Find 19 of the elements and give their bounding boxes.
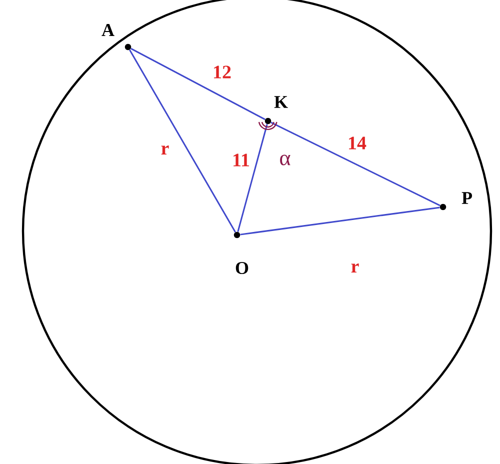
angle-label: α: [280, 154, 290, 166]
point-label: A: [102, 24, 114, 36]
line-segment: [237, 124, 268, 232]
point: [234, 232, 240, 238]
point: [124, 44, 132, 50]
point: [264, 118, 272, 124]
line-segment: [240, 206, 440, 236]
line-segment: [270, 122, 440, 206]
edge-label: r: [161, 146, 169, 154]
point-label: K: [274, 96, 288, 108]
point: [440, 204, 446, 210]
edge-label: 14: [349, 136, 366, 150]
point-label: P: [462, 192, 472, 204]
line-segment: [130, 48, 266, 120]
line-segment: [129, 50, 236, 233]
edge-label: r: [351, 264, 359, 272]
point-label: O: [236, 262, 248, 274]
edge-label: 11: [234, 154, 249, 166]
edge-label: 12: [214, 66, 231, 78]
